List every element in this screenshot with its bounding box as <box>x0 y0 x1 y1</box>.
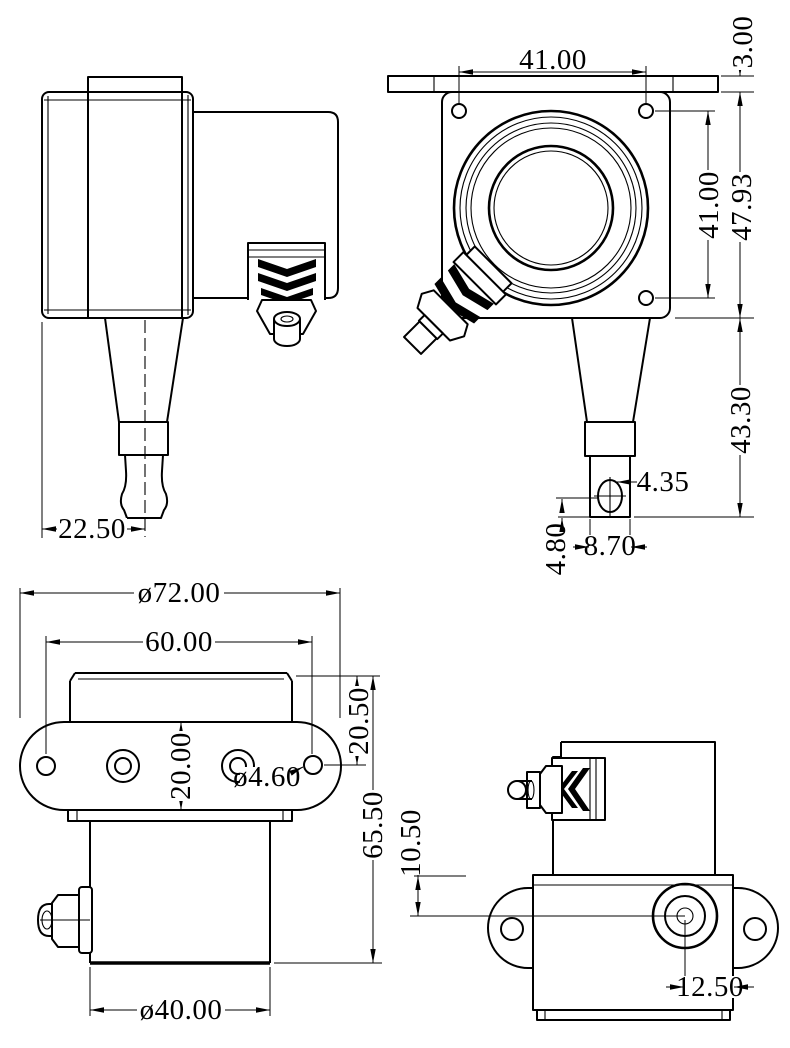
dim-eyelet-width: 8.70 <box>584 530 637 562</box>
dim-flange-to-base: 47.93 <box>726 173 758 241</box>
side-view <box>41 76 339 538</box>
dim-body-to-hole: 20.50 <box>343 687 375 755</box>
dim-exit-offset-v: 10.50 <box>395 809 427 877</box>
dim-side-center-offset: 22.50 <box>58 513 126 545</box>
dim-exit-offset-h: 12.50 <box>676 971 744 1003</box>
plate-hole-right <box>303 755 323 775</box>
plate-hole-left <box>500 917 524 941</box>
dim-hole-spacing-v: 41.00 <box>693 171 725 239</box>
dim-flange-thickness: 3.00 <box>727 16 759 69</box>
top-mounting-plate <box>19 721 342 822</box>
bottom-cable-gland <box>507 757 606 821</box>
dim-eyelet-offset: 4.80 <box>540 523 572 576</box>
front-cable-gland <box>403 245 513 355</box>
bottom-dims <box>410 862 686 998</box>
bottom-view <box>410 741 779 1021</box>
dimension-texts: 41.00 3.00 41.00 47.93 43.30 4.35 4.80 8… <box>57 14 759 1026</box>
front-drum <box>452 109 650 307</box>
front-wire-guide <box>571 317 651 518</box>
dim-eyelet-hole: 4.35 <box>637 466 690 498</box>
mount-hole-top-left <box>451 103 467 119</box>
plate-hole-right <box>743 917 767 941</box>
dim-guide-length: 43.30 <box>725 386 757 454</box>
dim-plate-length: ø72.00 <box>138 577 221 609</box>
top-cylinder-body <box>89 821 271 965</box>
dim-body-dia: ø40.00 <box>140 994 223 1026</box>
side-dim-22-50 <box>41 322 145 538</box>
side-cable-gland <box>247 242 326 347</box>
dim-plate-hole-spacing: 60.00 <box>145 626 213 658</box>
plate-hole-left <box>36 756 56 776</box>
dim-hole-spacing-h: 41.00 <box>519 44 587 76</box>
dim-overall-height: 65.50 <box>357 791 389 859</box>
top-body <box>69 672 293 722</box>
mount-hole-bottom-right <box>638 290 654 306</box>
front-view <box>387 50 754 563</box>
side-wire-guide <box>104 317 184 537</box>
top-cable-gland <box>37 886 93 954</box>
overlay-arrows <box>289 499 754 990</box>
side-body <box>41 76 339 319</box>
front-flange <box>387 75 719 93</box>
mount-hole-top-right <box>638 103 654 119</box>
dim-small-hole-dia: ø4.60 <box>233 761 301 793</box>
dim-plate-width: 20.00 <box>165 732 197 800</box>
